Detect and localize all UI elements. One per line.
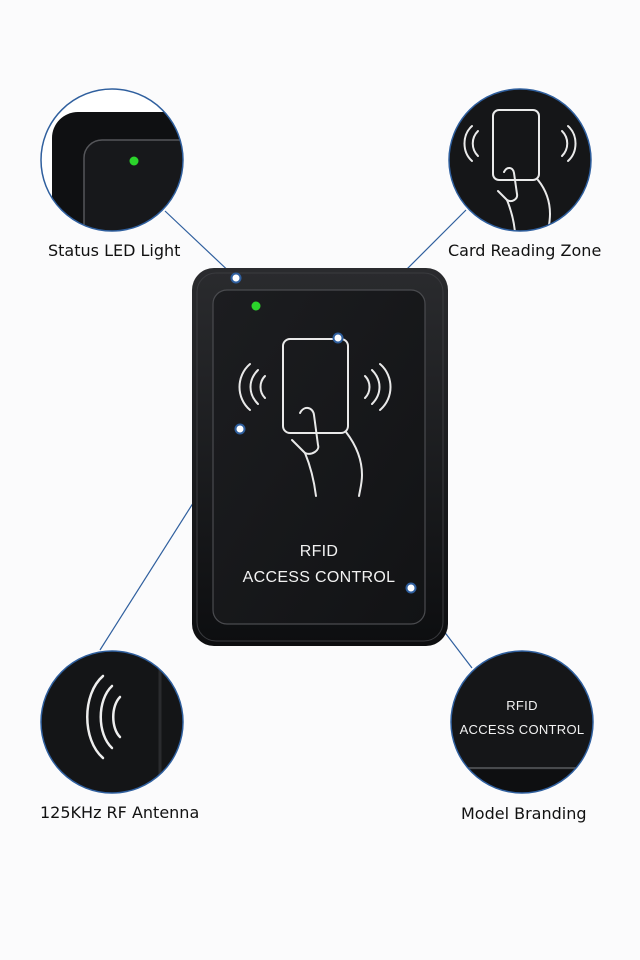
callout-model-branding: Model Branding bbox=[461, 804, 587, 823]
callout-antenna: 125KHz RF Antenna bbox=[40, 803, 200, 822]
device-label-access-control: ACCESS CONTROL bbox=[242, 569, 396, 586]
led-indicator-icon bbox=[251, 301, 261, 311]
zoom-label-access-control: ACCESS CONTROL bbox=[459, 722, 585, 737]
rf-wave-icon bbox=[238, 363, 266, 411]
rfid-reader-device bbox=[192, 268, 448, 646]
card-tap-hand-icon bbox=[282, 338, 363, 497]
rf-wave-icon bbox=[463, 125, 577, 162]
zoom-label-rfid: RFID bbox=[506, 698, 538, 713]
zoom-card-zone bbox=[448, 88, 592, 232]
callout-status-led: Status LED Light bbox=[48, 241, 181, 260]
rf-wave-icon bbox=[364, 363, 392, 411]
callout-card-zone: Card Reading Zone bbox=[448, 241, 602, 260]
rf-wave-icon bbox=[86, 674, 122, 760]
device-label-rfid: RFID bbox=[299, 543, 339, 560]
callout-dots bbox=[230, 272, 417, 594]
led-indicator-icon bbox=[129, 156, 139, 166]
zoom-antenna bbox=[40, 650, 184, 794]
